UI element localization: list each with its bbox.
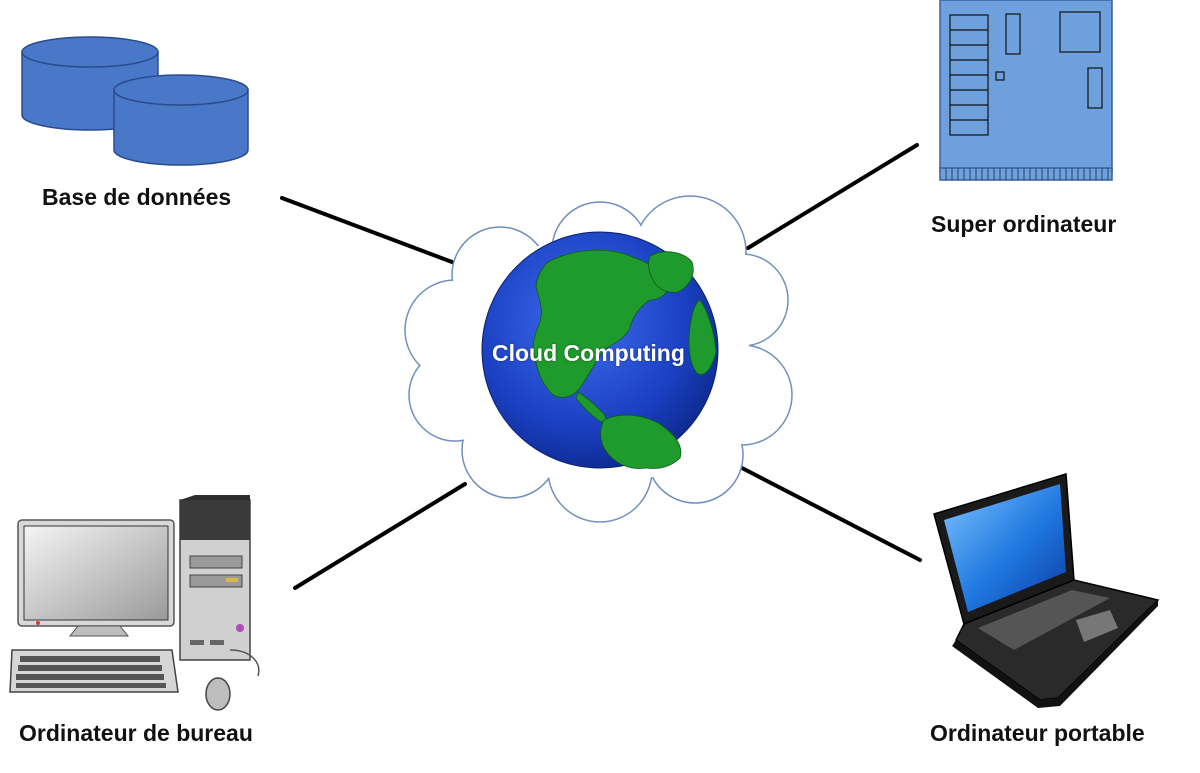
globe-icon (481, 231, 719, 469)
database-label: Base de données (42, 184, 232, 210)
connector-supercomputer (746, 143, 919, 250)
connector-desktop (293, 482, 467, 590)
connector-laptop (740, 466, 922, 562)
desktop-computer-icon (9, 495, 260, 711)
laptop-icon (933, 473, 1160, 708)
database-icon (21, 36, 249, 166)
desktop-label: Ordinateur de bureau (19, 720, 253, 746)
cloud-computing-label: Cloud Computing (492, 340, 685, 366)
connectors (280, 143, 922, 590)
supercomputer-label: Super ordinateur (931, 211, 1117, 237)
connector-database (280, 196, 454, 264)
motherboard-icon (939, 0, 1113, 181)
laptop-label: Ordinateur portable (930, 720, 1145, 746)
